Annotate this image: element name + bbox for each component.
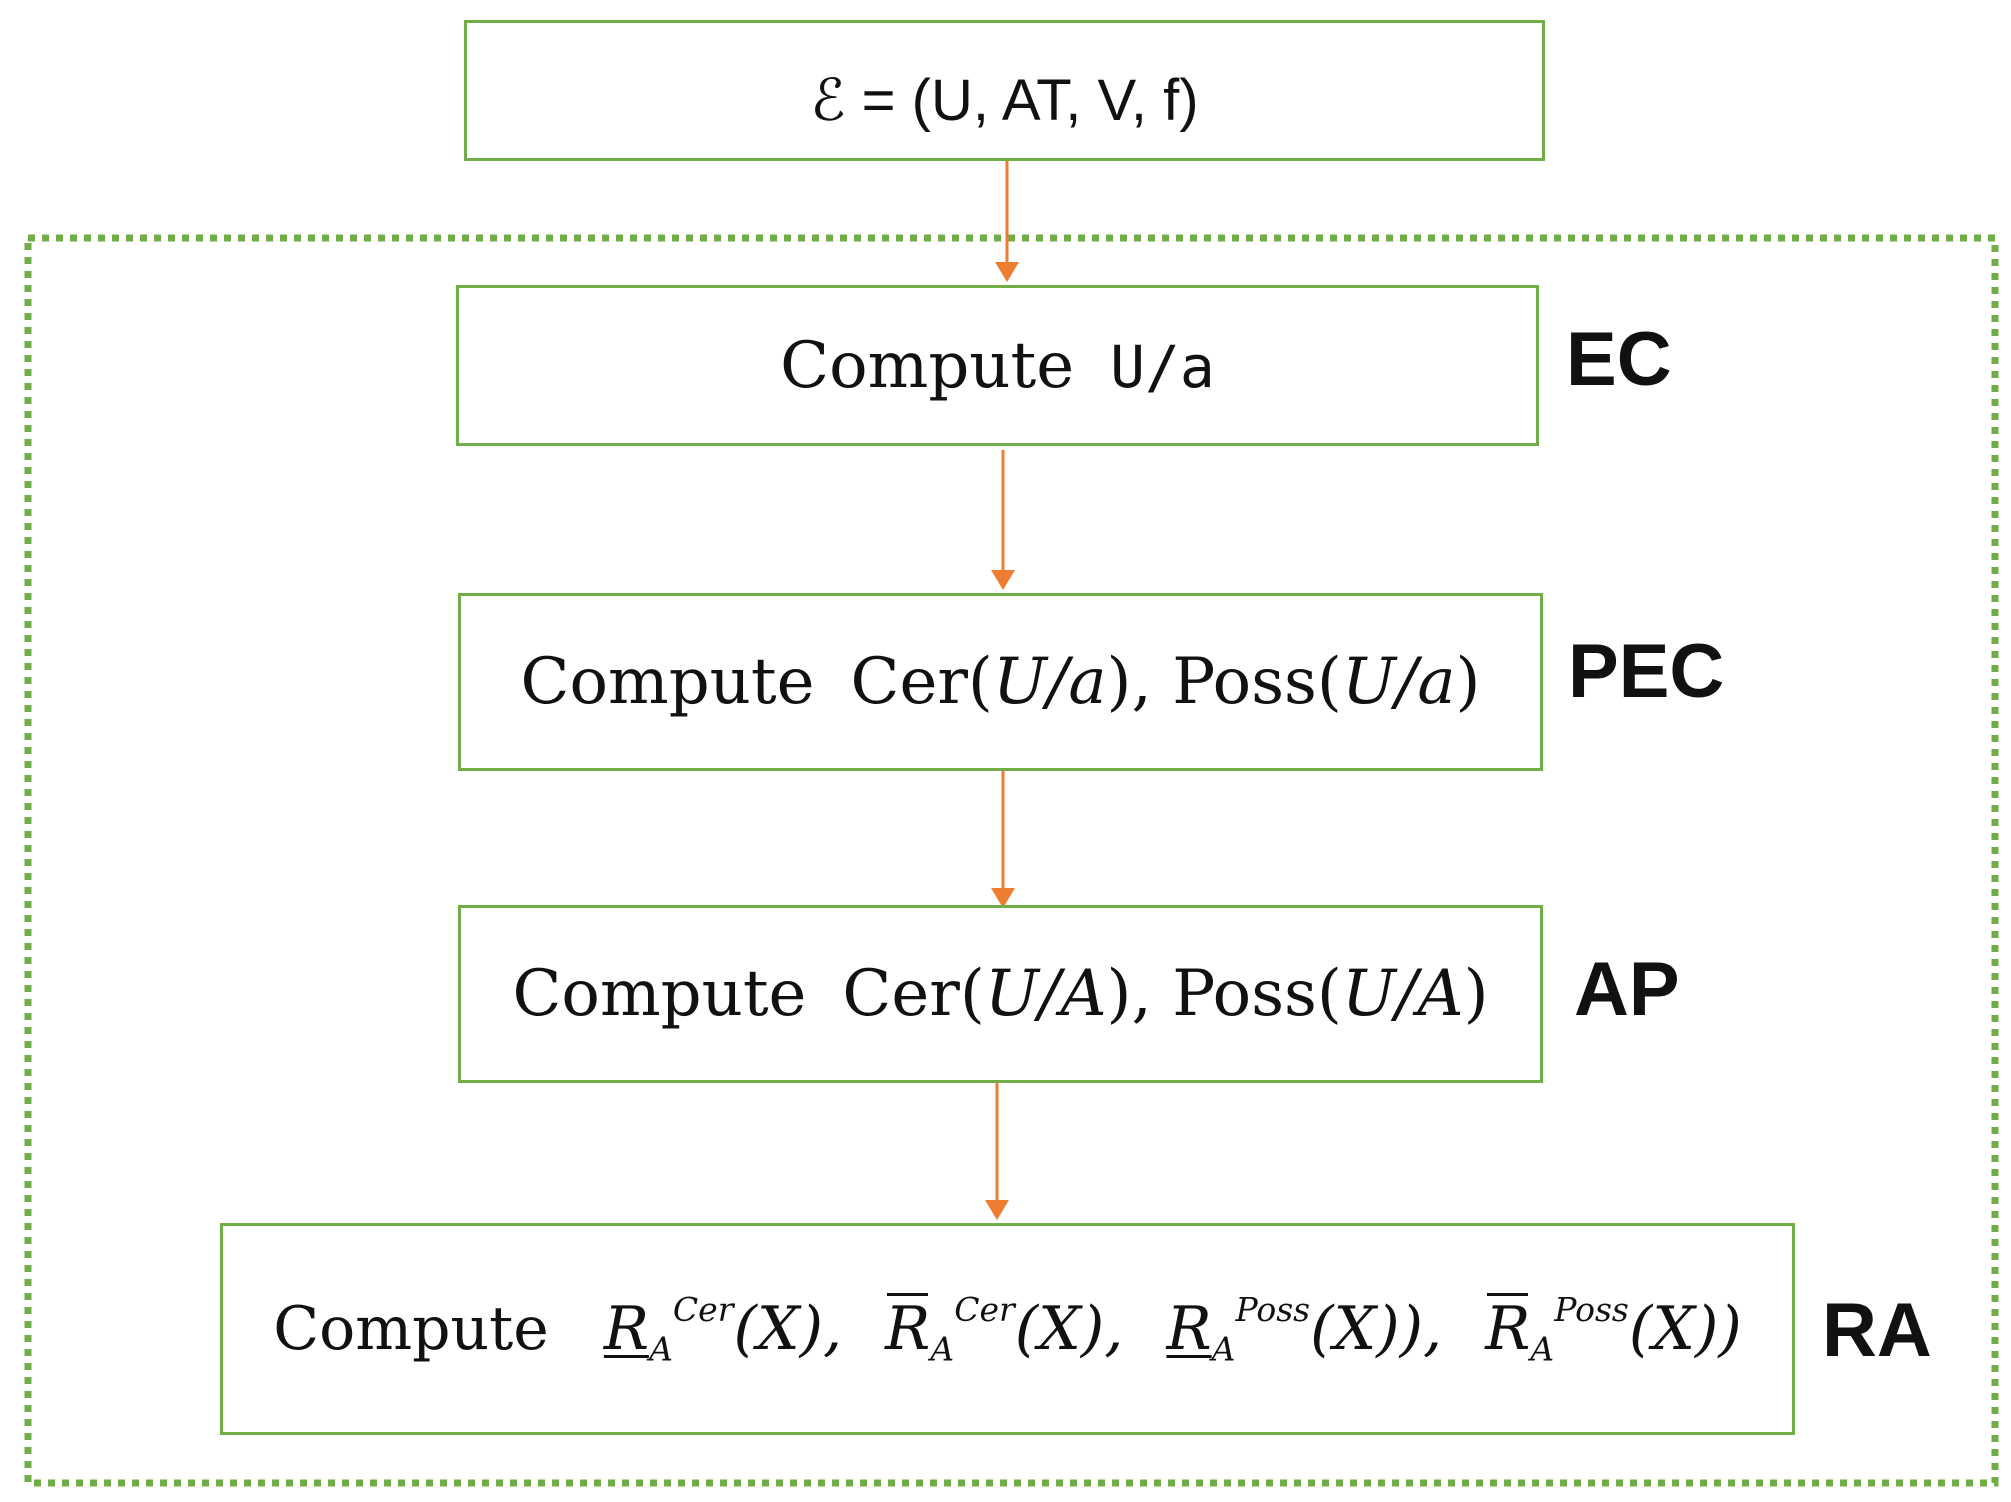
ra-term-4-sup: Poss bbox=[1554, 1289, 1629, 1329]
ec-compute-word: Compute bbox=[780, 328, 1075, 403]
ap-cer-open: Cer( bbox=[842, 957, 985, 1031]
pec-cer-close: ), bbox=[1106, 645, 1173, 719]
ra-term-4-sub: A bbox=[1530, 1329, 1555, 1369]
ap-label: AP bbox=[1574, 947, 1680, 1032]
dotted-frame bbox=[24, 234, 1999, 1487]
ec-box: Compute U/a bbox=[456, 285, 1539, 446]
ap-compute-word: Compute bbox=[512, 957, 807, 1031]
ra-term-2-sup: Cer bbox=[954, 1289, 1015, 1329]
ra-term-2-arg: (X), bbox=[1014, 1293, 1124, 1364]
ap-poss-var: U/A bbox=[1341, 957, 1464, 1031]
ra-term-1-arg: (X), bbox=[733, 1293, 843, 1364]
ec-formula: U/a bbox=[1110, 332, 1215, 401]
ap-cer-close: ), bbox=[1106, 957, 1173, 1031]
ra-term-3-sub: A bbox=[1211, 1329, 1236, 1369]
ra-upper-cer-term: RACer bbox=[885, 1293, 1015, 1366]
pec-poss-open: Poss( bbox=[1172, 645, 1342, 719]
input-formula: ℰ = (U, AT, V, f) bbox=[810, 67, 1199, 133]
ec-label: EC bbox=[1566, 317, 1672, 402]
arrow-top-to-ec bbox=[995, 160, 1019, 282]
ra-compute-word: Compute bbox=[273, 1293, 549, 1364]
ap-poss-close: ) bbox=[1463, 957, 1489, 1031]
pec-poss-var: U/a bbox=[1341, 645, 1456, 719]
arrow-ap-to-ra bbox=[985, 1083, 1009, 1220]
ra-term-1-sub: A bbox=[649, 1329, 673, 1369]
ra-term-3-base: R bbox=[1166, 1293, 1212, 1364]
ap-cer-var: U/A bbox=[984, 957, 1107, 1031]
ra-term-4-base: R bbox=[1485, 1292, 1531, 1364]
ra-term-2-base: R bbox=[885, 1292, 931, 1364]
ra-term-1-sup: Cer bbox=[672, 1289, 734, 1329]
pec-compute-word: Compute bbox=[520, 645, 815, 719]
pec-label: PEC bbox=[1568, 629, 1725, 714]
ra-expression: Compute RACer(X), RACer(X), RAPoss(X)), … bbox=[273, 1293, 1742, 1366]
ra-label: RA bbox=[1822, 1288, 1932, 1373]
input-box: ℰ = (U, AT, V, f) bbox=[464, 20, 1545, 161]
pec-cer-var: U/a bbox=[992, 645, 1107, 719]
arrow-pec-to-ap bbox=[991, 771, 1015, 908]
ra-lower-poss-term: RAPoss bbox=[1166, 1293, 1310, 1366]
arrow-ec-to-pec bbox=[991, 450, 1015, 590]
ap-poss-open: Poss( bbox=[1172, 957, 1342, 1031]
ra-term-3-sup: Poss bbox=[1235, 1289, 1311, 1329]
ra-term-4-arg: (X)) bbox=[1628, 1293, 1742, 1364]
pec-cer-open: Cer( bbox=[850, 645, 993, 719]
ra-term-1-base: R bbox=[603, 1293, 650, 1364]
ra-term-2-sub: A bbox=[930, 1329, 955, 1369]
ra-upper-poss-term: RAPoss bbox=[1485, 1293, 1629, 1366]
ra-term-3-arg: (X)), bbox=[1310, 1293, 1443, 1364]
ra-box: Compute RACer(X), RACer(X), RAPoss(X)), … bbox=[220, 1223, 1795, 1435]
ra-lower-cer-term: RACer bbox=[604, 1293, 734, 1366]
pec-poss-close: ) bbox=[1455, 645, 1481, 719]
